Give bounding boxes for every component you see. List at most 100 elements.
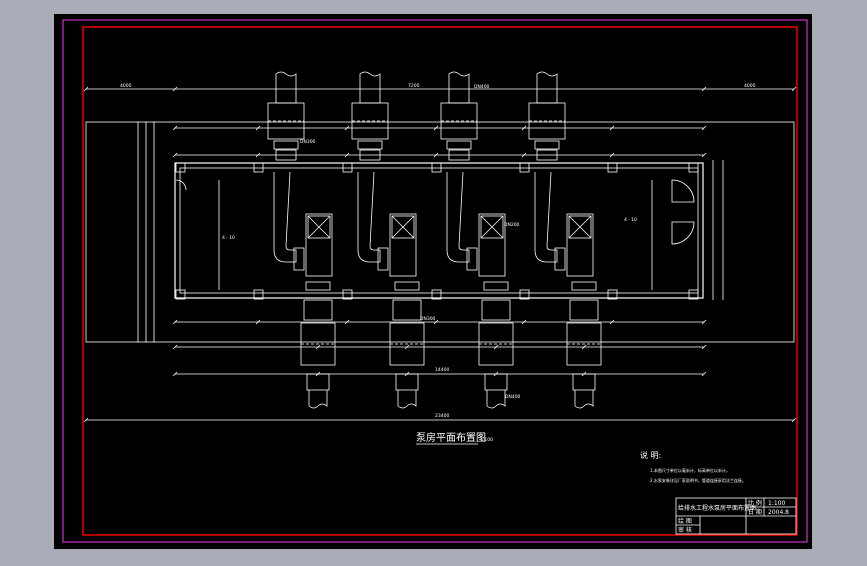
dim-tick bbox=[172, 319, 178, 325]
column-bottom-4 bbox=[431, 289, 442, 300]
dim-text-middle: 7200 bbox=[408, 83, 420, 89]
tb-checked: 审 核 bbox=[678, 526, 692, 534]
pipe-label-5: DN400 bbox=[505, 394, 521, 400]
dim-tick bbox=[433, 152, 439, 158]
motor-cross-2 bbox=[480, 215, 504, 239]
building-inner-wall bbox=[179, 167, 699, 294]
tb-date-label: 日 期 bbox=[748, 508, 762, 516]
pump-motor bbox=[391, 215, 415, 239]
motor-cross-2 bbox=[307, 215, 331, 239]
inner-border bbox=[82, 26, 798, 536]
door-left bbox=[175, 179, 187, 191]
dim-tick bbox=[609, 319, 615, 325]
discharge-pipe-bottom bbox=[397, 390, 417, 409]
elbow-flange bbox=[466, 247, 478, 271]
dim-text-right: 4000 bbox=[744, 83, 756, 89]
discharge-flange-2 bbox=[392, 299, 422, 321]
dim-tick bbox=[172, 86, 178, 92]
dim-tick bbox=[493, 344, 499, 350]
discharge-pipe-flange bbox=[306, 373, 330, 391]
pipe-label-3: DN200 bbox=[504, 222, 520, 228]
flange-2 bbox=[275, 149, 297, 161]
dim-tick bbox=[83, 417, 89, 423]
motor-cross-2 bbox=[568, 215, 592, 239]
dim-tick bbox=[255, 152, 261, 158]
dim-tick bbox=[344, 319, 350, 325]
pipe-label-4: DN300 bbox=[420, 316, 436, 322]
discharge-flange-1 bbox=[394, 281, 420, 291]
dim-tick bbox=[701, 152, 707, 158]
column-top-4 bbox=[431, 162, 442, 173]
dim-tick bbox=[404, 344, 410, 350]
flange-2 bbox=[359, 149, 381, 161]
pump-house-plan bbox=[83, 86, 797, 423]
dim-tick bbox=[344, 125, 350, 131]
outer-border bbox=[62, 19, 808, 543]
discharge-pipe-flange bbox=[484, 373, 508, 391]
pump-units bbox=[267, 71, 602, 409]
pump-unit-1 bbox=[267, 71, 336, 409]
dim-tick bbox=[521, 152, 527, 158]
column-top-3 bbox=[342, 162, 353, 173]
dim-tick bbox=[701, 125, 707, 131]
discharge-pipe-flange bbox=[395, 373, 419, 391]
tb-date-value: 2004.8 bbox=[768, 509, 789, 516]
notes-heading: 说 明: bbox=[640, 450, 661, 460]
discharge-flange-1 bbox=[305, 281, 331, 291]
suction-pipe-top bbox=[275, 71, 297, 104]
discharge-flange-2 bbox=[303, 299, 333, 321]
dim-tick bbox=[521, 319, 527, 325]
tb-drawn: 绘 图 bbox=[678, 517, 692, 525]
room-label-right: 4 · 10 bbox=[624, 217, 637, 223]
note-1: 1.本图尺寸单位以毫米计，标高单位以米计。 bbox=[650, 467, 730, 473]
motor-cross-2 bbox=[391, 215, 415, 239]
column-bottom-5 bbox=[519, 289, 530, 300]
pump-unit-2 bbox=[351, 71, 425, 409]
dim-tick bbox=[433, 319, 439, 325]
riser-elbow bbox=[534, 171, 558, 263]
discharge-flange-2 bbox=[481, 299, 511, 321]
pump-unit-3 bbox=[440, 71, 514, 409]
elbow-flange bbox=[377, 247, 389, 271]
discharge-pipe-bottom bbox=[574, 390, 594, 409]
flange-1 bbox=[446, 140, 472, 150]
pump-motor bbox=[480, 215, 504, 239]
flange-1 bbox=[357, 140, 383, 150]
dim-tick bbox=[255, 319, 261, 325]
discharge-pipe-bottom bbox=[486, 390, 506, 409]
dim-tick bbox=[172, 152, 178, 158]
discharge-pipe-flange bbox=[572, 373, 596, 391]
suction-pipe-top bbox=[536, 71, 558, 104]
dim-tick bbox=[791, 417, 797, 423]
riser-elbow bbox=[446, 171, 470, 263]
discharge-pipe-bottom bbox=[308, 390, 328, 409]
riser-elbow bbox=[273, 171, 297, 263]
elbow-flange bbox=[293, 247, 305, 271]
elbow-flange bbox=[554, 247, 566, 271]
drawing-scale: 1:100 bbox=[480, 437, 493, 443]
dim-tick bbox=[255, 125, 261, 131]
dim-tick bbox=[701, 344, 707, 350]
flange-2 bbox=[448, 149, 470, 161]
pipe-label-1: DN400 bbox=[474, 84, 490, 90]
pipe-label-2: DN300 bbox=[300, 139, 316, 145]
column-bottom-7 bbox=[688, 289, 699, 300]
dim-text-lower: 14400 bbox=[435, 367, 449, 373]
door-right-lower bbox=[671, 221, 695, 245]
dim-tick bbox=[581, 344, 587, 350]
dim-tick bbox=[433, 125, 439, 131]
pump-body bbox=[566, 213, 594, 277]
dim-tick bbox=[172, 125, 178, 131]
suction-pipe-top bbox=[448, 71, 470, 104]
discharge-flange-1 bbox=[571, 281, 597, 291]
columns bbox=[175, 162, 699, 300]
flange-2 bbox=[536, 149, 558, 161]
discharge-flange-2 bbox=[569, 299, 599, 321]
riser-elbow bbox=[357, 171, 381, 263]
room-label-left: 4 · 10 bbox=[222, 235, 235, 241]
pump-motor bbox=[568, 215, 592, 239]
drawing-title: 泵房平面布置图 bbox=[416, 431, 486, 444]
pump-unit-4 bbox=[528, 71, 602, 409]
column-top-5 bbox=[519, 162, 530, 173]
